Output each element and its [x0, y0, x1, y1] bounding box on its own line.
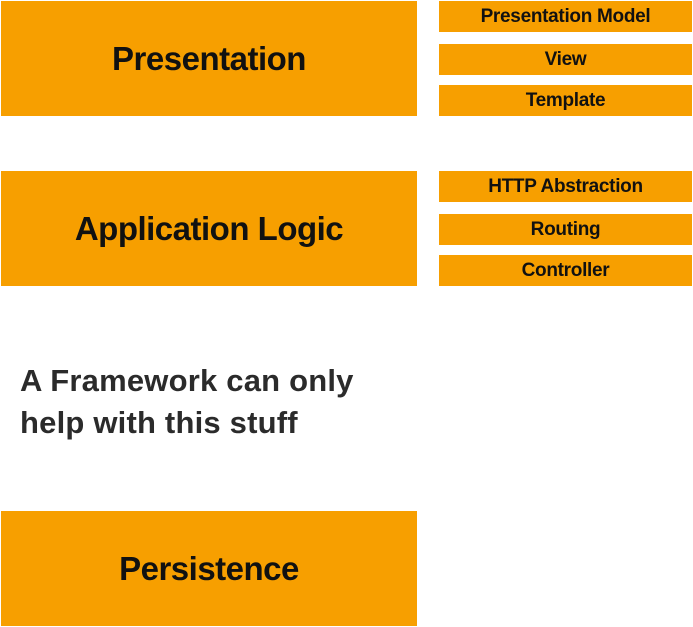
framework-note-line-1: A Framework can only	[20, 363, 354, 398]
presentation-model-component: Presentation Model	[439, 1, 692, 32]
persistence-layer-label: Persistence	[119, 549, 299, 587]
template-label: Template	[525, 89, 606, 111]
framework-note-line-2: help with this stuff	[20, 405, 298, 440]
routing-component: Routing	[439, 214, 692, 245]
application-logic-layer-block: Application Logic	[1, 171, 417, 286]
http-abstraction-component: HTTP Abstraction	[439, 171, 692, 202]
presentation-model-label: Presentation Model	[480, 5, 651, 27]
view-label: View	[544, 48, 587, 70]
presentation-layer-label: Presentation	[112, 39, 306, 77]
presentation-layer-block: Presentation	[1, 1, 417, 116]
persistence-layer-block: Persistence	[1, 511, 417, 626]
view-component: View	[439, 44, 692, 75]
template-component: Template	[439, 85, 692, 116]
application-logic-layer-label: Application Logic	[74, 209, 344, 247]
framework-note: A Framework can only help with this stuf…	[20, 360, 440, 444]
controller-label: Controller	[521, 259, 610, 281]
routing-label: Routing	[530, 218, 601, 240]
controller-component: Controller	[439, 255, 692, 286]
http-abstraction-label: HTTP Abstraction	[488, 175, 643, 197]
